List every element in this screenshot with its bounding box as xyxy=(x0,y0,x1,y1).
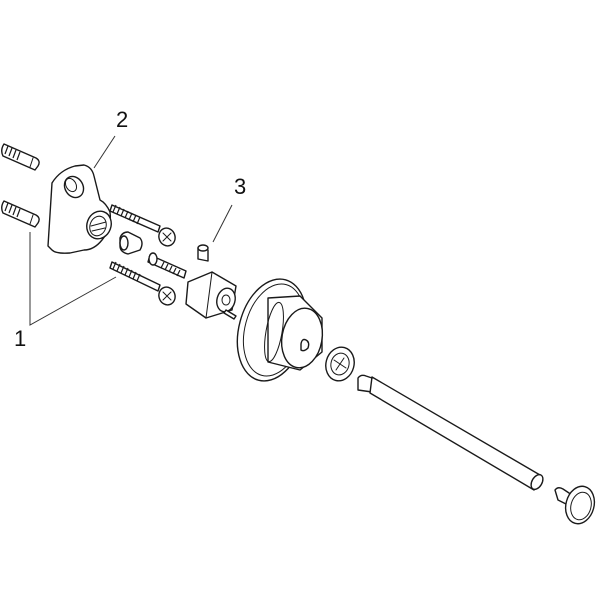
end-knob xyxy=(554,485,596,525)
sleeve-bushing xyxy=(119,231,143,255)
washer-ring xyxy=(325,346,355,382)
cap-plug xyxy=(197,244,209,262)
wall-plug-lower xyxy=(1,200,40,228)
wood-screw-upper xyxy=(109,204,176,247)
wood-screw-lower xyxy=(109,261,176,306)
threaded-bolt xyxy=(147,252,187,279)
callout-label-2: 2 xyxy=(116,107,129,132)
callout-label-3: 3 xyxy=(234,174,247,199)
coupling-connector xyxy=(185,271,237,320)
rod-shaft xyxy=(357,374,544,491)
wall-plug-upper xyxy=(1,143,40,171)
wall-bracket xyxy=(47,164,112,254)
callout-label-1: 1 xyxy=(14,326,27,351)
rosette-flange xyxy=(236,278,324,382)
callout-leaders xyxy=(29,135,233,326)
